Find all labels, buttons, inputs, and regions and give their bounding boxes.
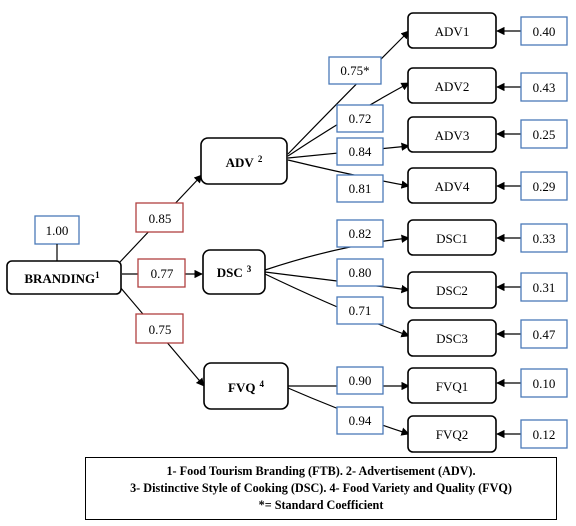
- dsc2-loading-value: 0.80: [349, 265, 372, 280]
- dsc3-loading-box: [336, 296, 384, 325]
- dsc-node[interactable]: [202, 249, 266, 295]
- dsc1-node[interactable]: [407, 219, 497, 256]
- adv1-loading-box: [328, 56, 382, 85]
- fvq1-loading-value: 0.90: [349, 373, 372, 388]
- adv4-error-value: 0.29: [533, 179, 556, 194]
- adv3-loading-value: 0.84: [349, 144, 372, 159]
- fvq2-node[interactable]: [407, 415, 497, 453]
- edge-adv-adv1: [287, 30, 410, 155]
- legend-box: 1- Food Tourism Branding (FTB). 2- Adver…: [85, 457, 557, 520]
- branding-variance-box: [34, 215, 80, 245]
- dsc3-loading-value: 0.71: [349, 303, 372, 318]
- adv-node[interactable]: [200, 137, 288, 185]
- adv2-node-label: ADV2: [435, 79, 470, 94]
- dsc2-error-box: [520, 272, 568, 302]
- adv-loading-value: 0.85: [149, 211, 172, 226]
- fvq-loading-value: 0.75: [149, 322, 172, 337]
- fvq2-error-box: [520, 419, 568, 449]
- adv3-error-value: 0.25: [533, 127, 556, 142]
- legend-line-2: 3- Distinctive Style of Cooking (DSC). 4…: [130, 481, 512, 495]
- edge-dsc-dsc1: [264, 234, 410, 271]
- fvq1-error-box: [520, 368, 568, 398]
- adv2-loading-value: 0.72: [349, 111, 372, 126]
- branding-variance-value: 1.00: [46, 223, 69, 238]
- adv3-node[interactable]: [407, 116, 497, 153]
- dsc1-loading-box: [336, 219, 384, 248]
- fvq2-loading-value: 0.94: [349, 413, 372, 428]
- fvq-node[interactable]: [203, 362, 289, 410]
- fvq2-node-label: FVQ2: [436, 427, 469, 442]
- fvq1-loading-box: [336, 366, 384, 395]
- adv3-loading-box: [336, 137, 384, 166]
- adv1-node-label: ADV1: [435, 24, 470, 39]
- adv1-node[interactable]: [407, 12, 497, 49]
- dsc1-error-box: [520, 223, 568, 253]
- dsc3-error-value: 0.47: [533, 327, 556, 342]
- edge-adv-adv4: [287, 159, 410, 189]
- adv3-error-box: [520, 119, 568, 149]
- adv4-loading-value: 0.81: [349, 181, 372, 196]
- fvq2-loading-box: [336, 406, 384, 435]
- adv1-error-value: 0.40: [533, 24, 556, 39]
- fvq1-error-value: 0.10: [533, 376, 556, 391]
- adv2-error-box: [520, 72, 568, 102]
- adv2-node[interactable]: [407, 67, 497, 104]
- dsc1-error-value: 0.33: [533, 231, 556, 246]
- dsc3-node-label: DSC3: [436, 331, 468, 346]
- fvq2-error-value: 0.12: [533, 427, 556, 442]
- adv4-loading-box: [336, 174, 384, 203]
- adv2-error-value: 0.43: [533, 80, 556, 95]
- branding-node[interactable]: [6, 260, 122, 295]
- dsc3-node[interactable]: [407, 319, 497, 357]
- fvq-loading-box: [135, 313, 184, 344]
- dsc-loading-box: [137, 258, 186, 288]
- adv4-node[interactable]: [407, 167, 497, 204]
- adv1-error-box: [520, 16, 568, 46]
- adv3-node-label: ADV3: [435, 128, 470, 143]
- adv4-error-box: [520, 171, 568, 201]
- adv1-loading-value: 0.75*: [340, 63, 369, 78]
- dsc3-error-box: [520, 319, 568, 349]
- dsc2-node-label: DSC2: [436, 283, 468, 298]
- dsc2-error-value: 0.31: [533, 280, 556, 295]
- dsc2-node[interactable]: [407, 271, 497, 309]
- fvq1-node-label: FVQ1: [436, 379, 469, 394]
- dsc-loading-value: 0.77: [151, 266, 174, 281]
- legend-line-3: *= Standard Coefficient: [258, 498, 384, 512]
- dsc1-node-label: DSC1: [436, 231, 468, 246]
- legend-line-1: 1- Food Tourism Branding (FTB). 2- Adver…: [166, 464, 476, 478]
- dsc1-loading-value: 0.82: [349, 226, 372, 241]
- adv2-loading-box: [336, 104, 384, 133]
- fvq1-node[interactable]: [407, 367, 497, 404]
- dsc2-loading-box: [336, 258, 384, 287]
- adv-loading-box: [135, 202, 184, 233]
- branding-node-label: BRANDING1: [24, 270, 100, 286]
- adv4-node-label: ADV4: [435, 179, 470, 194]
